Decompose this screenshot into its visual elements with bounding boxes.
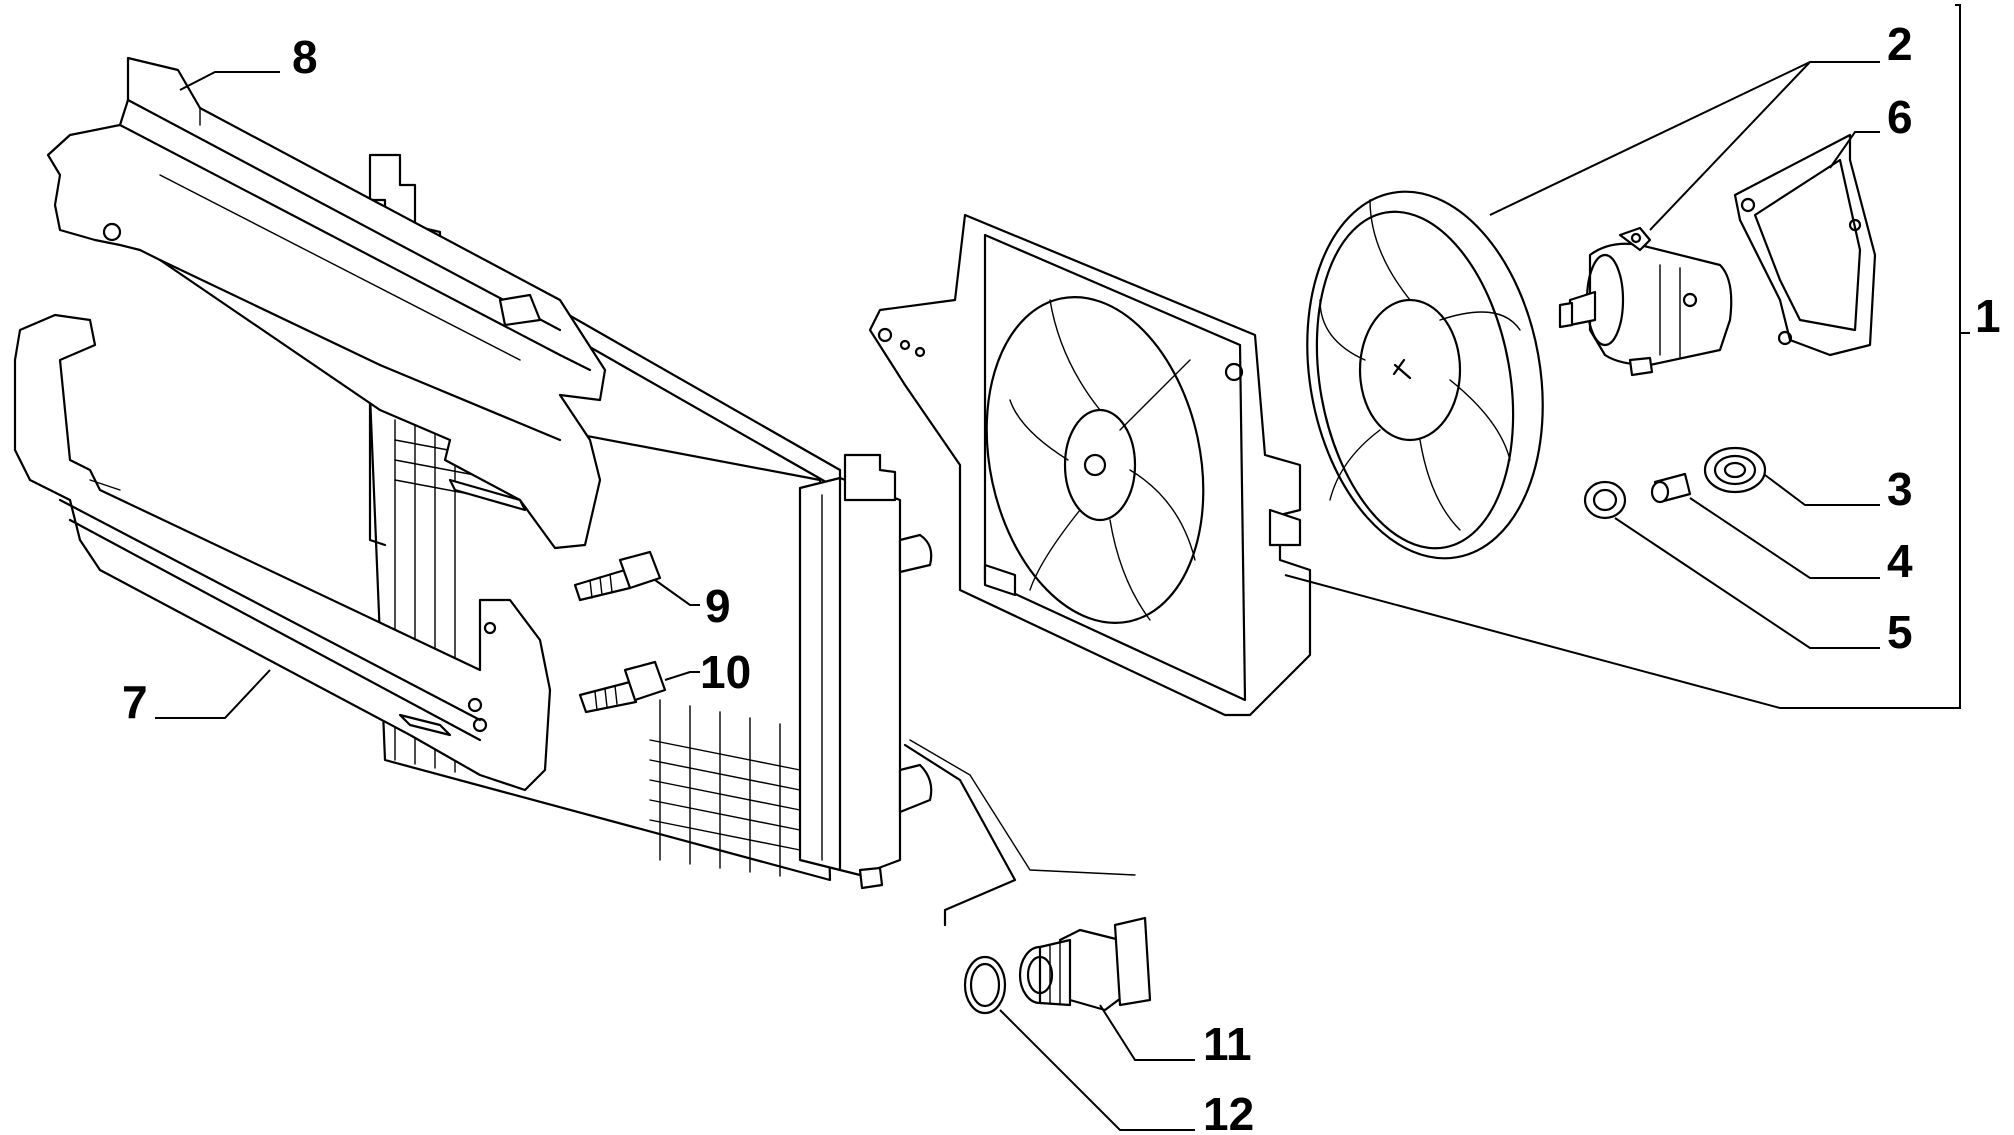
fan-motor-part-2 [1558,226,1733,377]
inset-break-line [903,743,1017,927]
callout-4: 4 [1887,535,1913,587]
fan-wheel-part-2 [1306,190,1544,560]
seal-ring-part-12 [963,955,1007,1015]
callout-6: 6 [1887,91,1913,143]
callout-1: 1 [1975,290,2001,342]
bolt-part-10 [578,660,667,714]
callout-2: 2 [1887,18,1913,70]
inset-break-line-2 [909,739,1136,876]
callout-9: 9 [705,580,731,632]
spacer-part-4 [1650,472,1692,504]
lower-crossmember-part-7 [13,313,552,792]
upper-crossmember-part-8 [46,56,607,550]
callout-7: 7 [122,676,148,728]
bushing-part-3 [1703,446,1767,494]
fan-shroud [868,213,1312,717]
temperature-switch-part-11 [1018,916,1152,1012]
callout-labels: 1 2 3 4 5 6 7 8 9 10 11 12 [122,18,2001,1135]
callout-11: 11 [1203,1018,1252,1070]
leader-lines [155,4,1970,1131]
callout-8: 8 [292,31,318,83]
callout-3: 3 [1887,463,1913,515]
callout-10: 10 [700,646,751,698]
motor-cover-part-6 [1733,133,1877,357]
callout-5: 5 [1887,606,1913,658]
bolt-part-9 [573,550,662,602]
nut-part-5 [1583,480,1627,520]
callout-12: 12 [1203,1088,1254,1135]
